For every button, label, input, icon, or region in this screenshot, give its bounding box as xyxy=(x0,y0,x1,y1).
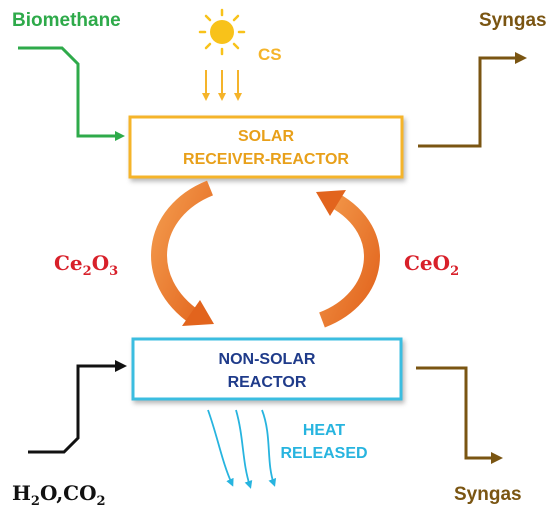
ceo2-label: CeO2 xyxy=(404,251,459,279)
cs-label: CS xyxy=(258,45,282,64)
feed-label: H2O,CO2 xyxy=(12,481,106,509)
solar-receiver-reactor: SOLAR RECEIVER-REACTOR xyxy=(128,115,404,179)
solar-reactor-line1: SOLAR xyxy=(238,128,294,145)
syngas-top-label: Syngas xyxy=(479,10,547,31)
heat-label-line2: RELEASED xyxy=(280,445,367,462)
cycle-arrow-icon xyxy=(151,180,380,328)
syngas-top-arrow xyxy=(418,52,527,148)
light-arrow-icon xyxy=(202,70,242,101)
feed-arrow xyxy=(28,360,127,454)
wavy-arrow-icon xyxy=(207,409,277,489)
nonsolar-reactor-line2: REACTOR xyxy=(228,374,307,391)
biomethane-label: Biomethane xyxy=(12,10,121,31)
non-solar-reactor: NON-SOLAR REACTOR xyxy=(131,337,403,401)
heat-label-line1: HEAT xyxy=(303,422,346,439)
solar-reactor-line2: RECEIVER-REACTOR xyxy=(183,151,349,168)
syngas-bottom-arrow xyxy=(416,366,503,464)
nonsolar-reactor-line1: NON-SOLAR xyxy=(219,351,316,368)
sun-icon xyxy=(198,8,246,56)
syngas-bottom-label: Syngas xyxy=(454,484,522,505)
ce2o3-label: Ce2O3 xyxy=(54,251,118,279)
biomethane-arrow xyxy=(18,46,125,141)
